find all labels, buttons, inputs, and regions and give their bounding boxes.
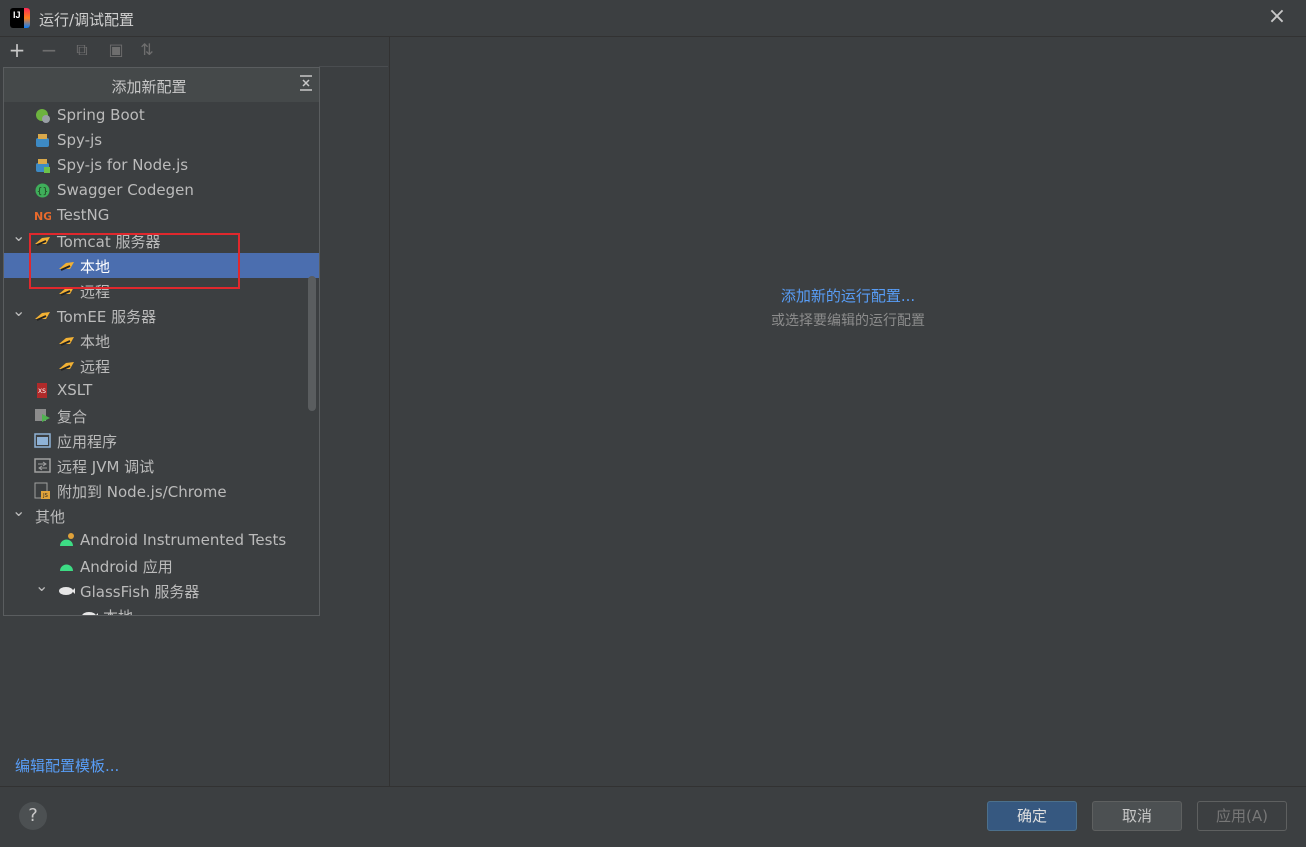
list-item[interactable]: 本地 [4,253,319,278]
apply-button[interactable]: 应用(A) [1197,801,1287,831]
add-icon[interactable]: + [8,38,26,62]
list-item[interactable]: Android Instrumented Tests [4,528,319,553]
list-item[interactable]: 本地 [4,328,319,353]
select-config-hint: 或选择要编辑的运行配置 [771,313,925,329]
ok-button[interactable]: 确定 [987,801,1077,831]
tomcat-icon [34,307,51,324]
list-item-label: Spy-js for Node.js [57,156,189,174]
list-item-label: 其他 [35,508,66,526]
chevron-down-icon[interactable]: ⌄ [12,501,26,520]
spy-js-node-icon [34,157,51,174]
list-item-label: 应用程序 [57,433,118,451]
list-item[interactable]: Android 应用 [4,553,319,578]
list-item-label: 附加到 Node.js/Chrome [57,483,227,501]
tomcat-icon [58,332,75,349]
glassfish-icon [81,607,98,615]
list-item[interactable]: Spy-js for Node.js [4,153,319,178]
list-item-label: Spring Boot [57,106,145,124]
edit-templates-link[interactable]: 编辑配置模板... [15,757,120,775]
divider [319,66,388,67]
right-pane: 添加新的运行配置... 或选择要编辑的运行配置 [390,36,1306,786]
annotation-highlight-box [29,233,240,289]
svg-text:XS: XS [38,388,46,395]
spring-boot-icon [34,107,51,124]
android-icon [58,557,75,574]
nodejs-icon: JS [34,482,51,499]
add-run-config-link[interactable]: 添加新的运行配置... [780,287,916,305]
list-item[interactable]: XS XSLT [4,378,319,403]
list-item[interactable]: 本地 [4,603,319,615]
list-item-label: Tomcat 服务器 [57,233,161,251]
list-item[interactable]: NG TestNG [4,203,319,228]
left-pane [0,36,390,786]
popup-header: 添加新配置 [4,68,319,102]
list-item[interactable]: {} Swagger Codegen [4,178,319,203]
list-item-label: Swagger Codegen [57,181,194,199]
title-bar: IJ 运行/调试配置 × [0,0,1306,37]
list-item[interactable]: JS 附加到 Node.js/Chrome [4,478,319,503]
list-item[interactable]: Spy-js [4,128,319,153]
remove-icon[interactable]: − [40,38,58,62]
cancel-button[interactable]: 取消 [1092,801,1182,831]
svg-text:JS: JS [42,493,48,499]
scrollbar[interactable] [308,276,316,411]
list-item-label: 复合 [57,408,88,426]
close-icon[interactable]: × [1267,4,1287,29]
application-icon [34,432,51,449]
chevron-down-icon[interactable]: ⌄ [12,301,26,320]
list-item-label: TomEE 服务器 [57,308,157,326]
spy-js-icon [34,132,51,149]
tomcat-icon [58,357,75,374]
glassfish-icon [58,582,75,599]
list-item-label: TestNG [57,206,110,224]
tomcat-icon [58,257,75,274]
folder-icon[interactable]: ▣ [108,40,124,59]
testng-icon: NG [34,207,52,224]
list-item[interactable]: 远程 [4,353,319,378]
list-item[interactable]: ⌄ GlassFish 服务器 [4,576,319,603]
svg-text:NG: NG [34,210,51,223]
list-item-label: 本地 [80,258,111,276]
remote-jvm-icon [34,457,51,474]
copy-icon[interactable]: ⧉ [76,40,88,59]
list-item[interactable]: ⌄ TomEE 服务器 [4,301,319,328]
list-item-label: Spy-js [57,131,103,149]
collapse-all-icon[interactable] [299,74,313,92]
chevron-down-icon[interactable]: ⌄ [35,576,49,595]
list-item[interactable]: Spring Boot [4,103,319,128]
popup-title: 添加新配置 [111,78,187,96]
window-title: 运行/调试配置 [39,11,135,29]
intellij-logo-icon: IJ [10,8,30,28]
list-item[interactable]: ⌄ 其他 [4,501,319,528]
sort-icon[interactable]: ⇅ [140,40,154,59]
dialog-footer: ? 确定 取消 应用(A) [0,786,1306,847]
list-item-label: Android Instrumented Tests [80,531,287,549]
list-item[interactable]: ⌄ Tomcat 服务器 [4,226,319,253]
list-item-label: GlassFish 服务器 [80,583,200,601]
swagger-icon: {} [34,182,51,199]
list-item[interactable]: 复合 [4,403,319,428]
list-item-label: 本地 [80,333,111,351]
android-test-icon [58,532,75,549]
list-item[interactable]: 远程 JVM 调试 [4,453,319,478]
list-item-label: Android 应用 [80,558,173,576]
svg-text:{}: {} [37,187,48,197]
help-button[interactable]: ? [19,802,47,830]
list-item[interactable]: 应用程序 [4,428,319,453]
list-item-label: 远程 JVM 调试 [57,458,155,476]
xslt-icon: XS [34,382,51,399]
config-toolbar: + − ⧉ ▣ ⇅ [0,36,389,66]
tomcat-icon [34,232,51,249]
list-item-label: 本地 [103,606,133,615]
list-item-label: 远程 [80,358,111,376]
chevron-down-icon[interactable]: ⌄ [12,226,26,245]
list-item-label: XSLT [57,381,93,399]
compound-icon [34,407,51,424]
